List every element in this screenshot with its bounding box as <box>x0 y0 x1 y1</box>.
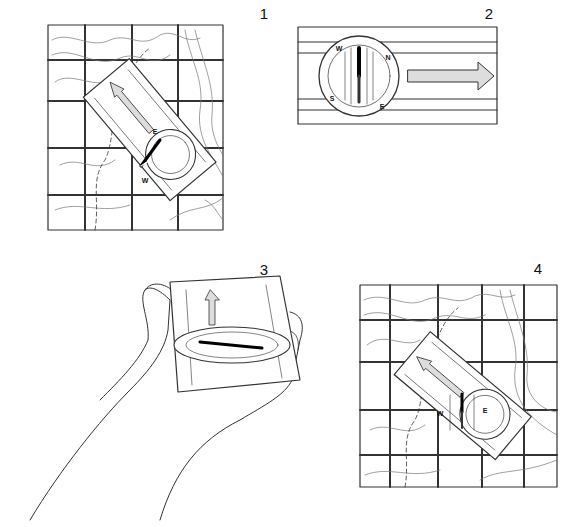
compass-letter: E <box>153 128 158 135</box>
panel-number: 2 <box>485 6 493 21</box>
compass-letter: W <box>437 410 444 417</box>
compass-letter: S <box>330 95 335 102</box>
compass-letter: E <box>380 103 385 110</box>
compass-letter: W <box>336 45 343 52</box>
compass-letter: N <box>385 54 390 61</box>
panel-number: 1 <box>260 6 268 21</box>
compass-letter: E <box>483 407 488 414</box>
panel-number: 4 <box>534 261 542 276</box>
compass-letter: W <box>142 177 149 184</box>
panel-number: 3 <box>260 262 268 277</box>
